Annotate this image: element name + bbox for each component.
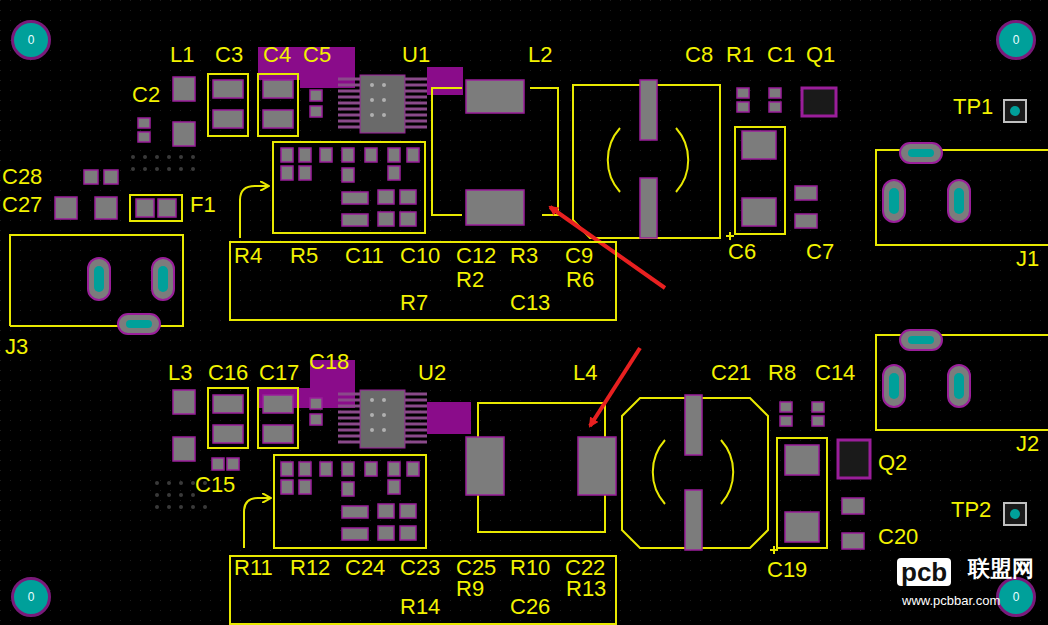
designator: F1 <box>190 194 216 216</box>
designator: C22 <box>565 557 605 579</box>
hole-number: 0 <box>1013 34 1020 46</box>
designator: C8 <box>685 44 713 66</box>
designator: R14 <box>400 596 440 618</box>
designator: C9 <box>565 245 593 267</box>
designator: J2 <box>1016 433 1039 455</box>
designator: R4 <box>234 245 262 267</box>
designator: C21 <box>711 362 751 384</box>
designator: C1 <box>767 44 795 66</box>
designator: Q1 <box>806 44 835 66</box>
designator: R3 <box>510 245 538 267</box>
designator: U1 <box>402 44 430 66</box>
hole-number: 0 <box>1013 591 1020 603</box>
designator: L1 <box>170 44 194 66</box>
designator: C18 <box>309 351 349 373</box>
mounting-hole: 0 <box>996 577 1036 617</box>
designator: C25 <box>456 557 496 579</box>
designator: L4 <box>573 362 597 384</box>
designator: C4 <box>263 44 291 66</box>
designator: C15 <box>195 474 235 496</box>
designator: R12 <box>290 557 330 579</box>
designator: L3 <box>168 362 192 384</box>
designator: Q2 <box>878 452 907 474</box>
designator: C20 <box>878 526 918 548</box>
designator: C5 <box>303 44 331 66</box>
designator: C26 <box>510 596 550 618</box>
designator: C2 <box>132 84 160 106</box>
designator: C23 <box>400 557 440 579</box>
hole-number: 0 <box>28 591 35 603</box>
silkscreen-group-box: R4 R5 C11 C10 C12 R3 C9R2 R6R7 C13 <box>229 241 617 321</box>
watermark-text: pcb <box>897 558 951 586</box>
designator: C11 <box>345 245 384 267</box>
designator: C16 <box>208 362 248 384</box>
designator: R2 <box>456 269 484 291</box>
designator: TP2 <box>951 499 991 521</box>
designator: R6 <box>566 269 594 291</box>
designator: R5 <box>290 245 318 267</box>
designator: R9 <box>456 578 484 600</box>
designator: J1 <box>1016 248 1039 270</box>
mounting-hole: 0 <box>996 20 1036 60</box>
designator: C13 <box>510 292 550 314</box>
hole-number: 0 <box>28 34 35 46</box>
mounting-hole: 0 <box>11 20 51 60</box>
mounting-hole: 0 <box>11 577 51 617</box>
designator: R7 <box>400 292 428 314</box>
designator: R10 <box>510 557 550 579</box>
designator: C28 <box>2 166 42 188</box>
designator: R1 <box>726 44 754 66</box>
watermark-text: www.pcbbar.com <box>902 594 1000 608</box>
designator: C7 <box>806 241 834 263</box>
designator: C24 <box>345 557 385 579</box>
designator: C19 <box>767 559 807 581</box>
designator: C14 <box>815 362 855 384</box>
designator: L2 <box>528 44 552 66</box>
designator: U2 <box>418 362 446 384</box>
designator: C3 <box>215 44 243 66</box>
designator: C12 <box>456 245 496 267</box>
watermark-text: 联盟网 <box>968 558 1034 580</box>
silkscreen-group-box: R11 R12 C24 C23 C25 R10 C22R9 R13R14 C26 <box>229 555 617 625</box>
designator: R11 <box>234 557 273 579</box>
designator: TP1 <box>953 96 993 118</box>
designator: R13 <box>566 578 606 600</box>
designator: C27 <box>2 194 42 216</box>
designator: C10 <box>400 245 440 267</box>
designator: R8 <box>768 362 796 384</box>
designator: J3 <box>5 336 28 358</box>
designator: C17 <box>259 362 299 384</box>
designator: C6 <box>728 241 756 263</box>
